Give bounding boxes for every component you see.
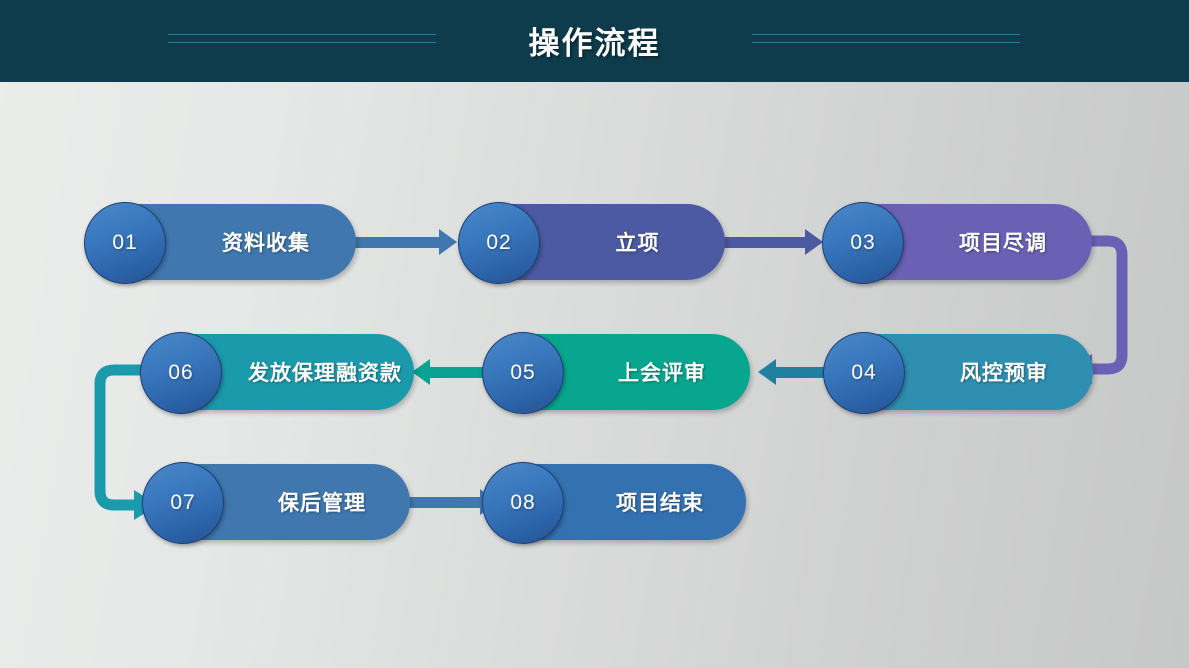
node-label: 风控预审 xyxy=(960,362,1048,385)
node-number-badge: 08 xyxy=(482,462,564,544)
flow-node-05[interactable]: 05 上会评审 xyxy=(482,332,750,414)
node-number-badge: 02 xyxy=(458,202,540,284)
arrow-shaft xyxy=(429,367,512,378)
node-label-wrap: 保后管理 xyxy=(236,487,410,517)
node-label-wrap: 项目结束 xyxy=(576,487,746,517)
connector-02-to-03 xyxy=(718,229,823,255)
deco-line xyxy=(168,42,436,43)
page-title: 操作流程 xyxy=(528,26,661,61)
slide-header: 操作流程 xyxy=(0,0,1189,82)
node-number-badge: 01 xyxy=(84,202,166,284)
node-number-badge: 06 xyxy=(140,332,222,414)
node-label: 上会评审 xyxy=(618,362,706,385)
deco-line xyxy=(752,34,1020,35)
arrow-shaft xyxy=(718,237,806,248)
node-label: 发放保理融资款 xyxy=(248,362,402,385)
node-number-badge: 04 xyxy=(823,332,905,414)
arrow-shaft xyxy=(775,367,863,378)
node-label: 项目尽调 xyxy=(959,232,1047,255)
node-label-wrap: 风控预审 xyxy=(917,357,1093,387)
header-decoration-right xyxy=(752,34,1020,46)
node-number-badge: 03 xyxy=(822,202,904,284)
arrow-head xyxy=(805,229,823,255)
node-label-wrap: 发放保理融资款 xyxy=(234,357,418,387)
arrow-shaft xyxy=(406,497,481,508)
flow-node-02[interactable]: 02 立项 xyxy=(458,202,725,284)
connector-04-to-05 xyxy=(758,359,863,385)
flow-node-03[interactable]: 03 项目尽调 xyxy=(822,202,1092,284)
node-label-wrap: 立项 xyxy=(552,227,725,257)
node-number-badge: 05 xyxy=(482,332,564,414)
arrow-head xyxy=(439,229,457,255)
flow-node-06[interactable]: 06 发放保理融资款 xyxy=(140,332,414,414)
node-label-wrap: 资料收集 xyxy=(178,227,356,257)
node-label: 立项 xyxy=(615,232,660,255)
flow-node-04[interactable]: 04 风控预审 xyxy=(823,332,1093,414)
node-label-wrap: 上会评审 xyxy=(576,357,750,387)
node-label: 保后管理 xyxy=(278,492,366,515)
flow-node-07[interactable]: 07 保后管理 xyxy=(142,462,410,544)
node-label-wrap: 项目尽调 xyxy=(916,227,1092,257)
header-decoration-left xyxy=(168,34,436,46)
deco-line xyxy=(752,42,1020,43)
arrow-head xyxy=(758,359,776,385)
arrow-head xyxy=(412,359,430,385)
flow-node-01[interactable]: 01 资料收集 xyxy=(84,202,356,284)
node-label: 项目结束 xyxy=(616,492,704,515)
node-number-badge: 07 xyxy=(142,462,224,544)
connector-01-to-02 xyxy=(352,229,457,255)
deco-line xyxy=(168,34,436,35)
connector-05-to-06 xyxy=(412,359,512,385)
flow-node-08[interactable]: 08 项目结束 xyxy=(482,462,746,544)
arrow-shaft xyxy=(352,237,440,248)
node-label: 资料收集 xyxy=(222,232,310,255)
